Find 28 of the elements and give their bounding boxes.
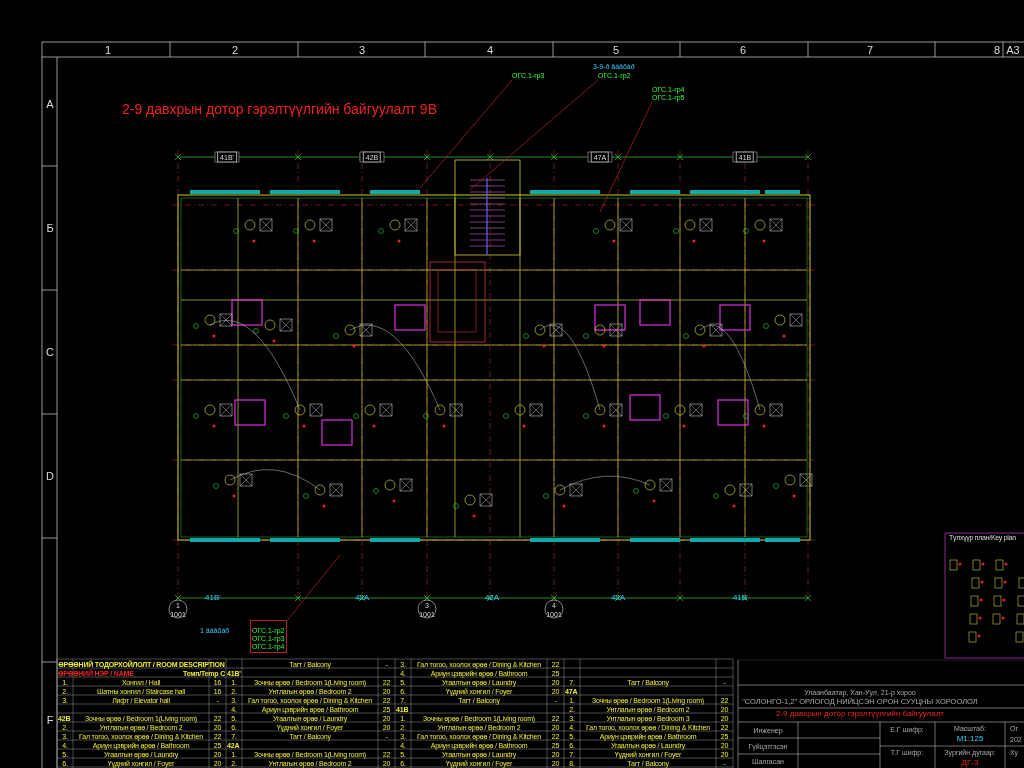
leader-line [419,79,513,189]
grid-letter: A [46,98,54,110]
apartment-tag: 41B' [205,594,221,602]
apartment-tag: 42A [610,594,626,602]
grid-letter: F [46,714,54,726]
grid-letter: Б [46,222,54,234]
grid-number: 3 [358,44,366,55]
leader-line [469,79,599,191]
grid-letter: D [46,470,54,482]
drawing-title: 2-9 давхрын дотор гэрэлтүүлгийн байгуулалт 9B [122,102,437,116]
grid-number: 5 [612,44,620,55]
grid-number: 7 [866,44,874,55]
leader-line [287,554,341,621]
grid-number: 4 [486,44,494,55]
leader-line [599,101,653,213]
grid-number: 2 [231,44,239,55]
sheet-size: A3 [1006,44,1020,55]
grid-number: 1 [104,44,112,55]
sheet-number: ДГ-3 [961,759,979,767]
grid-number: 6 [739,44,747,55]
apartment-tag: 42A [354,594,370,602]
grid-number: 8 [993,44,1001,55]
grid-letter: C [46,346,54,358]
apartment-tag: 41B [732,594,748,602]
scale-value: M1:125 [956,735,984,743]
apartment-tag: 42A [484,594,500,602]
circuit-label-box [250,620,288,654]
sheet-title: 2-9 давхрын дотор гэрэлтүүлгийн байгуулалт [776,710,944,718]
